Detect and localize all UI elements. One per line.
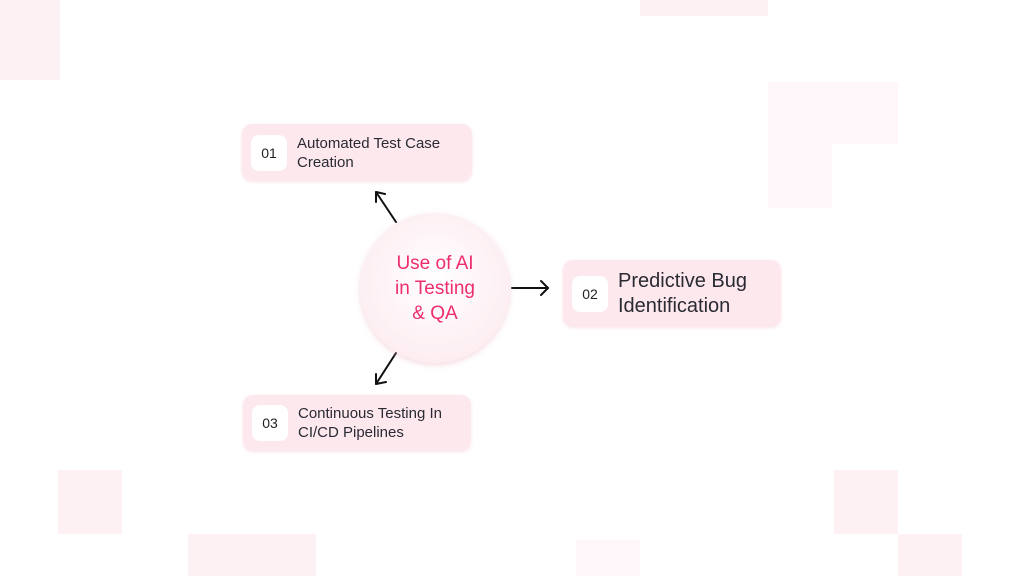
center-label-line: & QA	[412, 302, 458, 324]
arrow-to-02	[511, 280, 549, 296]
item-label-line: Continuous Testing In	[298, 405, 442, 422]
item-label-line: Creation	[297, 153, 354, 171]
bg-square	[576, 540, 640, 576]
item-03: 03 Continuous Testing In CI/CD Pipelines	[243, 395, 471, 451]
bg-square	[58, 470, 122, 534]
bg-square	[768, 144, 832, 208]
bg-square	[0, 0, 60, 80]
item-label-line: Automated Test Case	[297, 134, 441, 152]
bg-square	[640, 0, 768, 16]
bg-square	[834, 470, 898, 534]
bg-square	[768, 82, 898, 144]
center-label-line: in Testing	[395, 277, 475, 299]
item-number: 03	[252, 405, 288, 441]
arrow-to-03	[375, 352, 397, 385]
bg-square	[898, 534, 962, 576]
item-number: 01	[251, 134, 287, 171]
item-number: 02	[572, 275, 608, 312]
center-label-line: Use of AI	[396, 252, 474, 274]
center-node: Use of AI in Testing & QA	[360, 213, 510, 363]
item-label-line: Predictive Bug	[618, 269, 747, 292]
arrow-to-01	[375, 191, 397, 223]
item-label-line: CI/CD Pipelines	[298, 424, 404, 441]
bg-square	[188, 534, 316, 576]
item-label-line: Identification	[618, 294, 731, 317]
